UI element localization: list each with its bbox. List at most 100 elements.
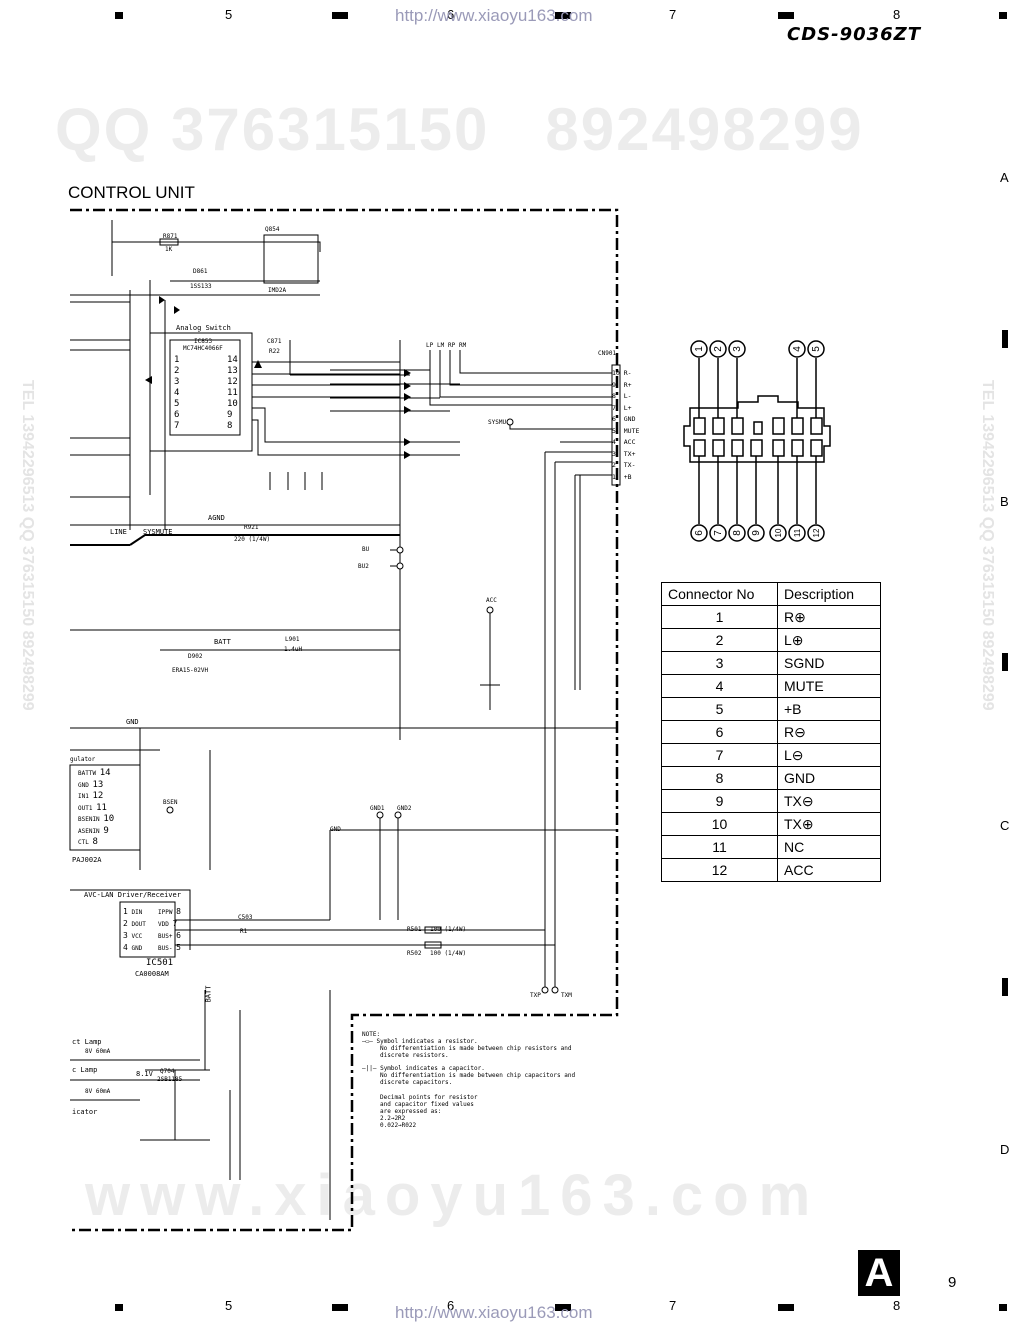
cn901-pin-row: 6 GND xyxy=(612,415,636,423)
ic853-pin: 4 xyxy=(174,388,180,398)
ic501-pin-row: 4 GND xyxy=(123,943,143,952)
acc-label: ACC xyxy=(486,597,497,604)
connector-drawing: 1 2 3 4 5 6 7 8 9 10 11 12 xyxy=(683,340,831,542)
capacitor-note: —||— Symbol indicates a capacitor. xyxy=(362,1065,485,1072)
lamp2-label: c Lamp xyxy=(72,1066,98,1074)
ruler-mark xyxy=(778,1304,794,1311)
ruler-number: 5 xyxy=(225,7,233,22)
ruler-number: 6 xyxy=(447,1298,455,1313)
analog-switch-label: Analog Switch xyxy=(176,324,231,332)
ic501-pin-row: 3 VCC xyxy=(123,931,143,940)
d902-label: D902 xyxy=(188,653,203,660)
regulator-box xyxy=(69,764,141,851)
ic501-pin-row: 1 DIN xyxy=(123,907,143,916)
capacitor-symbol-icon: —||— xyxy=(362,1065,377,1072)
connector-housing xyxy=(683,395,831,463)
cn901-pin-row: 9 R+ xyxy=(612,380,632,389)
ruler-number: 8 xyxy=(893,7,901,22)
d902-part: ERA15-02VH xyxy=(172,667,209,674)
ruler-number: 7 xyxy=(669,1298,677,1313)
ruler-mark xyxy=(1002,653,1008,671)
ic853-part: MC74HC4066F xyxy=(183,345,223,352)
gnd2-label: GND2 xyxy=(397,805,412,812)
page-letter-badge: A xyxy=(858,1250,900,1296)
regulator-pin-row: IN1 12 xyxy=(78,791,104,801)
notes-text: No differentiation is made between chip … xyxy=(380,1045,572,1052)
header-url: http://www.xiaoyu163.com xyxy=(395,6,593,25)
ic853-pin: 10 xyxy=(227,399,238,409)
bu2-label: BU2 xyxy=(358,563,369,570)
table-cell: TX⊕ xyxy=(777,812,881,836)
cn901-pin-row: 4 ACC xyxy=(612,438,636,446)
d861-part: 1SS133 xyxy=(190,283,212,290)
qq-watermark: QQ 376315150 892498299 xyxy=(55,96,864,163)
table-cell: 10 xyxy=(661,812,778,836)
table-cell: 8 xyxy=(661,766,778,790)
line-label: LINE xyxy=(110,528,127,536)
table-row: 5+B xyxy=(661,697,881,721)
ruler-mark xyxy=(1002,330,1008,348)
gnd-label-2: GND xyxy=(330,826,341,833)
txp-label: TXP xyxy=(530,992,541,999)
cn901-pin: 10 R- 9 R+ 8 L- 7 L+ 6 GND 5 MUTE 4 ACC … xyxy=(612,368,639,483)
d861-label: D861 xyxy=(193,268,208,275)
connector-pin-label: 8 xyxy=(732,530,743,536)
table-cell: 11 xyxy=(661,835,778,859)
ic501-pin-row: VDD 7 xyxy=(158,919,178,928)
regulator-pin-row: OUT1 11 xyxy=(78,802,107,813)
lp-label: LP xyxy=(426,342,434,349)
table-cell: R⊖ xyxy=(777,720,881,744)
cn901-pin-row: 3 TX+ xyxy=(612,449,636,458)
bu-label: BU xyxy=(362,546,370,553)
c503-label: C503 xyxy=(238,914,253,921)
r1-label: R1 xyxy=(240,928,248,935)
cn901-connector xyxy=(611,364,621,486)
ic853-package xyxy=(169,339,241,436)
cn901-pin-row: 10 R- xyxy=(612,369,632,377)
sysmu-label: SYSMU xyxy=(488,419,507,426)
regulator-label: gulator xyxy=(70,756,96,763)
cn901-pin-row: 2 TX- xyxy=(612,461,636,469)
notes-text: discrete resistors. xyxy=(380,1052,449,1059)
ic501-pin-row: IPPW 8 xyxy=(158,907,181,916)
ic853-pin: 7 xyxy=(174,421,180,431)
table-cell: 2 xyxy=(661,628,778,652)
model-name: CDS-9036ZT xyxy=(787,24,922,45)
row-letter: C xyxy=(1000,818,1010,833)
connector-pin-label: 7 xyxy=(713,530,724,536)
connector-pin-label: 3 xyxy=(732,346,743,352)
ruler-mark xyxy=(999,1304,1007,1311)
l901-value: 1.4uH xyxy=(284,646,303,653)
connector-pin-label: 2 xyxy=(713,346,724,352)
table-cell: ACC xyxy=(777,858,881,882)
ic853-pin: 12 xyxy=(227,377,238,387)
batt-label-2: BATT xyxy=(204,985,213,1003)
regulator-pin-row: GND 13 xyxy=(78,779,104,790)
q704-label: Q704 xyxy=(160,1068,175,1075)
gnd-label: GND xyxy=(126,718,139,726)
ic853-pin: 2 xyxy=(174,366,180,376)
diagram-title: CONTROL UNIT xyxy=(68,183,195,202)
connector-pin-label: 9 xyxy=(751,530,762,536)
table-cell: 5 xyxy=(661,697,778,721)
bsen-label: BSEN xyxy=(163,799,178,806)
connector-pin-label: 4 xyxy=(792,346,803,352)
resistor-symbol-icon: —▭— xyxy=(362,1038,373,1045)
txm-label: TXM xyxy=(561,992,572,999)
ic853-pin: 11 xyxy=(227,388,238,398)
cn901-label: CN901 xyxy=(598,350,617,357)
ruler-mark xyxy=(999,12,1007,19)
ic501-pin-row: 2 DOUT xyxy=(123,919,146,928)
notes-text: are expressed as: xyxy=(380,1108,442,1115)
table-cell: R⊕ xyxy=(777,605,881,629)
notes-block: NOTE: —▭— Symbol indicates a resistor. N… xyxy=(362,1031,575,1129)
sysmute-label: SYSMUTE xyxy=(143,528,173,536)
r22-label: R22 xyxy=(269,348,280,355)
ic853-pin: 8 xyxy=(227,421,233,431)
table-cell: TX⊖ xyxy=(777,789,881,813)
